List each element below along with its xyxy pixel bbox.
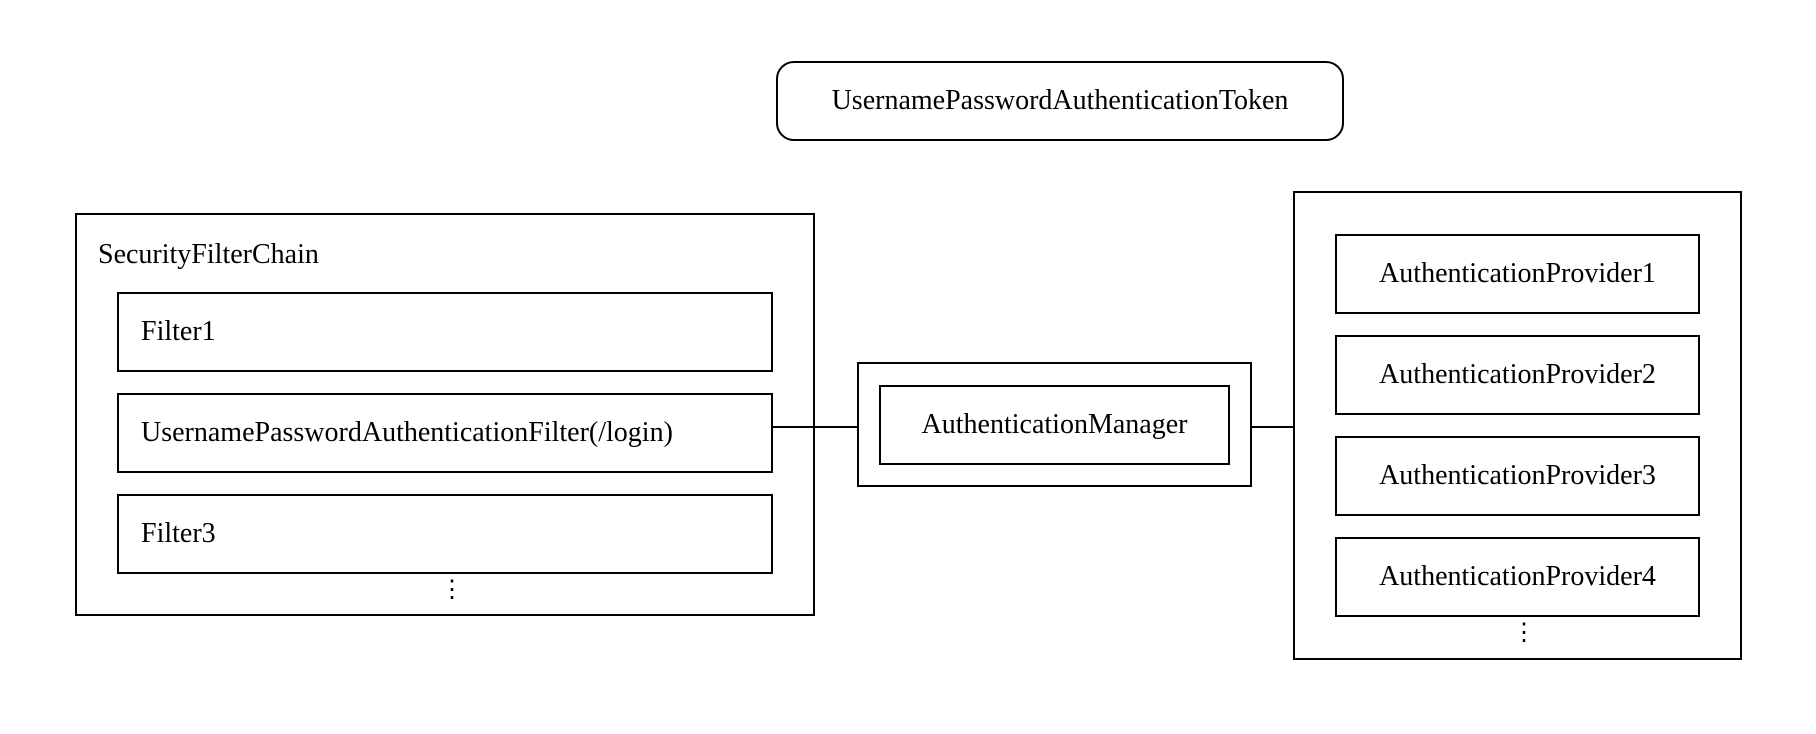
authentication-provider-label-2: AuthenticationProvider2 [1379, 359, 1656, 390]
filter-label-2: UsernamePasswordAuthenticationFilter(/lo… [141, 417, 673, 448]
filter-node-2: UsernamePasswordAuthenticationFilter(/lo… [117, 393, 773, 473]
filter-to-manager-connector [773, 426, 857, 428]
authentication-provider-label-3: AuthenticationProvider3 [1379, 460, 1656, 491]
authentication-provider-node-1: AuthenticationProvider1 [1335, 234, 1700, 314]
manager-to-providers-connector [1252, 426, 1293, 428]
providers-more-indicator: ⋮ [1512, 620, 1536, 646]
filter-label-3: Filter3 [141, 518, 216, 549]
authentication-manager-label: AuthenticationManager [921, 409, 1188, 440]
authentication-provider-node-3: AuthenticationProvider3 [1335, 436, 1700, 516]
filter-label-1: Filter1 [141, 316, 216, 347]
authentication-token-label: UsernamePasswordAuthenticationToken [831, 85, 1289, 116]
authentication-provider-label-1: AuthenticationProvider1 [1379, 258, 1656, 289]
security-filter-chain-title: SecurityFilterChain [98, 239, 319, 270]
authentication-provider-node-2: AuthenticationProvider2 [1335, 335, 1700, 415]
authentication-token-node: UsernamePasswordAuthenticationToken [776, 61, 1344, 141]
filter-node-3: Filter3 [117, 494, 773, 574]
filter-node-1: Filter1 [117, 292, 773, 372]
authentication-provider-node-4: AuthenticationProvider4 [1335, 537, 1700, 617]
authentication-provider-label-4: AuthenticationProvider4 [1379, 561, 1656, 592]
authentication-manager-node: AuthenticationManager [879, 385, 1230, 465]
filter-chain-more-indicator: ⋮ [440, 577, 464, 603]
